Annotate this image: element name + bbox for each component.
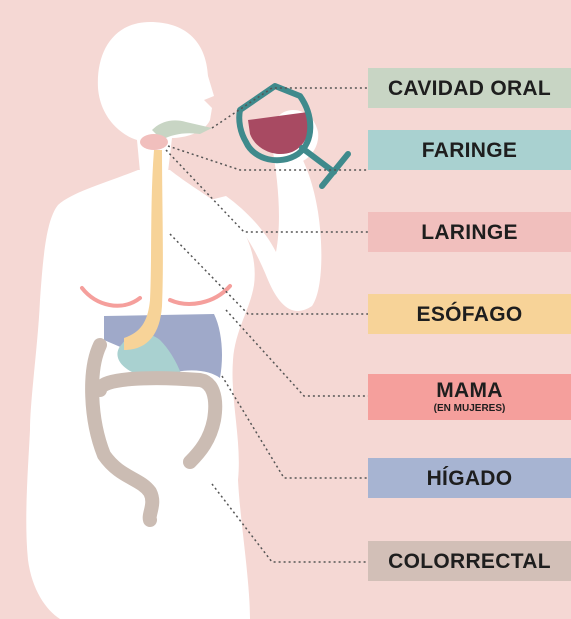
label-text: LARINGE <box>421 222 518 243</box>
label-subtext: (EN MUJERES) <box>434 403 506 414</box>
label-colorrectal: COLORRECTAL <box>368 541 571 581</box>
label-text: CAVIDAD ORAL <box>388 78 551 99</box>
label-cavidad-oral: CAVIDAD ORAL <box>368 68 571 108</box>
label-text: MAMA <box>436 380 503 401</box>
label-faringe: FARINGE <box>368 130 571 170</box>
label-text: ESÓFAGO <box>417 304 523 325</box>
label-higado: HÍGADO <box>368 458 571 498</box>
label-text: HÍGADO <box>427 468 513 489</box>
label-laringe: LARINGE <box>368 212 571 252</box>
label-esofago: ESÓFAGO <box>368 294 571 334</box>
leader-line-mama <box>226 310 368 396</box>
label-text: FARINGE <box>422 140 517 161</box>
label-text: COLORRECTAL <box>388 551 551 572</box>
pharynx <box>140 134 168 150</box>
leader-line-higado <box>222 376 368 478</box>
glass-stem <box>302 148 334 172</box>
label-mama: MAMA (EN MUJERES) <box>368 374 571 420</box>
